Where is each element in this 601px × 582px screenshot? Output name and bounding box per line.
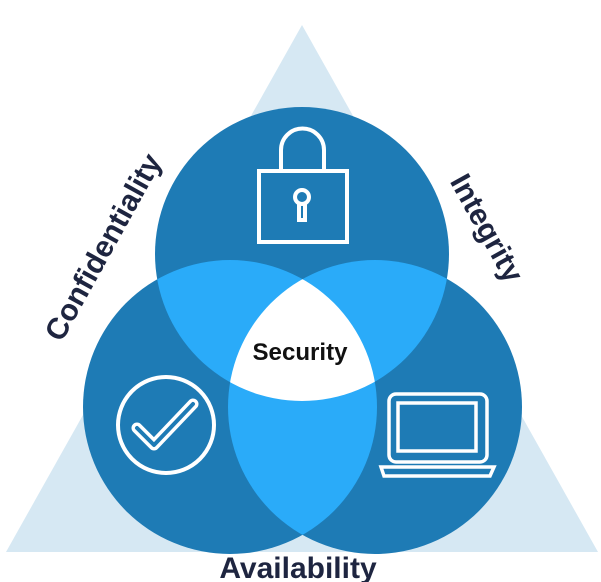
availability-label: Availability — [219, 552, 377, 582]
checkmark-circle-icon — [116, 375, 216, 475]
laptop-icon — [378, 392, 497, 478]
padlock-icon — [257, 126, 349, 244]
integrity-label: Integrity — [443, 169, 529, 289]
center-label: Security — [253, 339, 349, 366]
center-overlap — [228, 260, 377, 401]
